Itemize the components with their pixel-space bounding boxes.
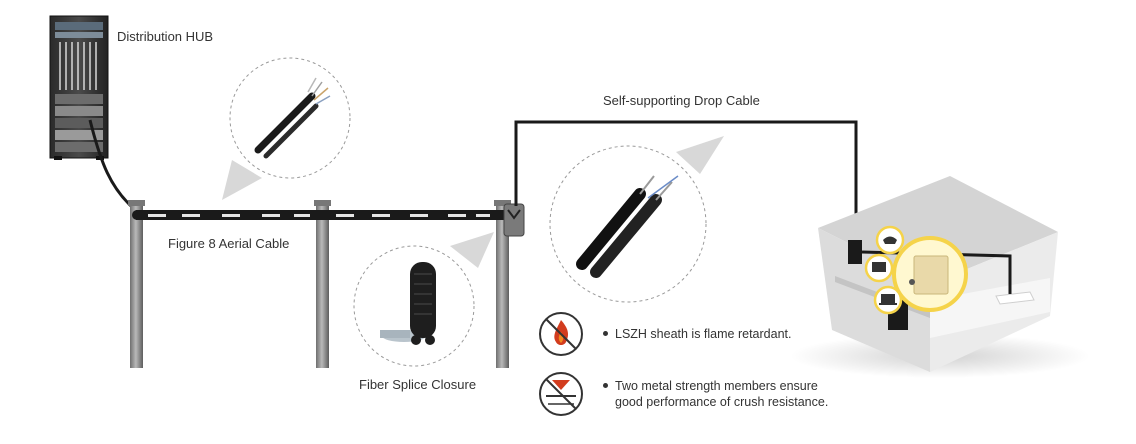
distribution-hub-label: Distribution HUB: [117, 29, 214, 44]
drop-cable-label: Self-supporting Drop Cable: [603, 93, 760, 108]
house-illustration: [790, 176, 1090, 378]
pole-1: [128, 200, 145, 368]
figure8-cable-label: Figure 8 Aerial Cable: [168, 236, 290, 251]
feature-crush-resistance: Two metal strength members ensure good p…: [603, 378, 828, 410]
figure8-aerial-cable: [132, 210, 516, 220]
bullet-dot: [603, 331, 608, 337]
crush-resistance-icon: [539, 372, 583, 416]
pole-3: [494, 200, 511, 368]
figure8-cable-callout: [222, 57, 351, 200]
flame-retardant-icon: [539, 312, 583, 356]
feature-flame-retardant: LSZH sheath is flame retardant.: [603, 326, 791, 342]
splice-closure-box: [503, 203, 525, 237]
feature-text: Two metal strength members ensure: [615, 379, 818, 393]
splice-closure-callout: [353, 232, 494, 367]
feature-text: LSZH sheath is flame retardant.: [615, 327, 792, 341]
pole-2: [314, 200, 331, 368]
drop-cable-callout: [549, 136, 724, 303]
drop-cable-line: [514, 120, 858, 240]
distribution-hub-rack: [49, 15, 109, 160]
splice-closure-label: Fiber Splice Closure: [359, 377, 477, 392]
bullet-dot: [603, 383, 608, 389]
feature-text-line2: good performance of crush resistance.: [615, 395, 829, 409]
